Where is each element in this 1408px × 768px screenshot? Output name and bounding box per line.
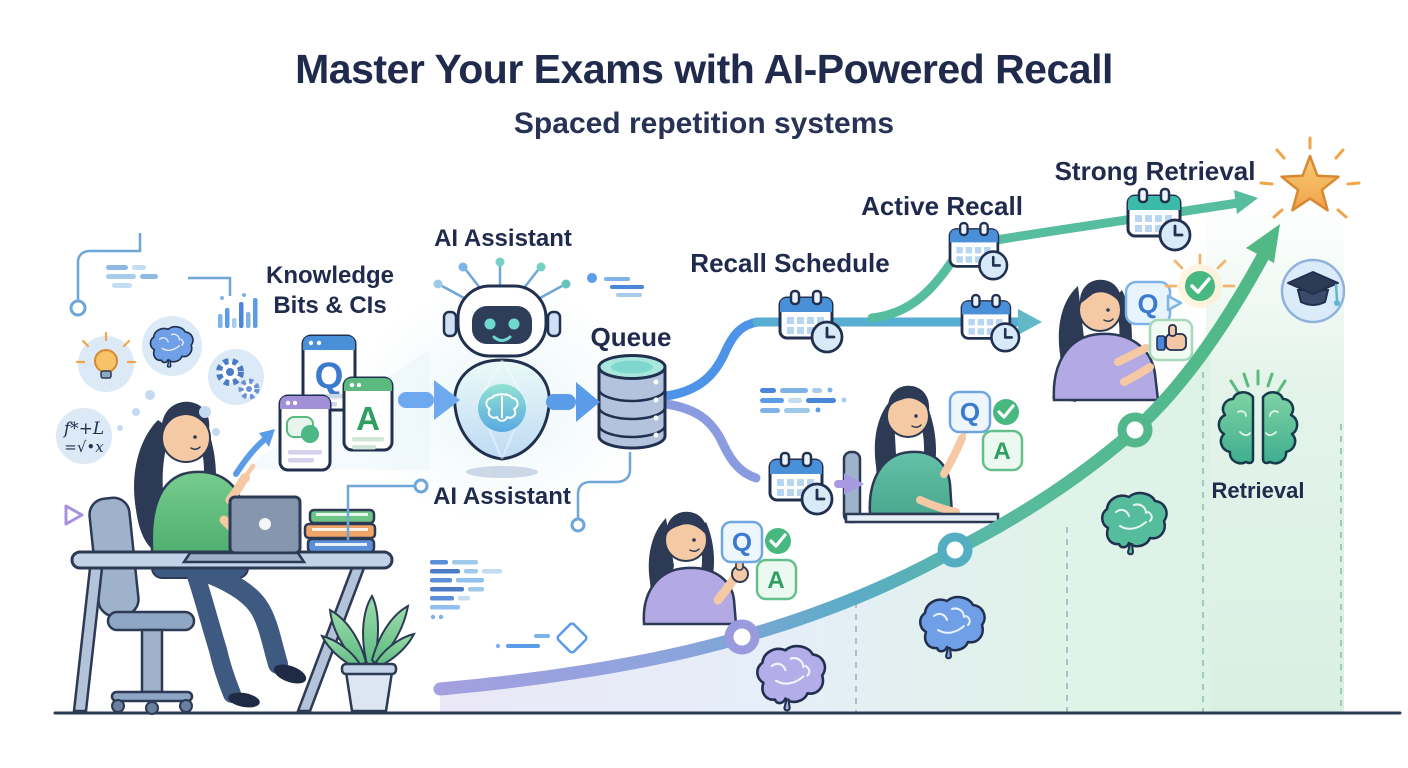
- svg-text:Q: Q: [960, 397, 980, 427]
- milestone-node: [1117, 412, 1153, 448]
- retrieval-label: Retrieval: [1211, 478, 1305, 503]
- thought-icons: f*+L =√•x: [56, 316, 264, 464]
- calendar-clock-icon: [778, 289, 844, 354]
- knowledge-cards: Q A: [278, 334, 394, 472]
- qa-badges-bottom: Q A: [720, 520, 798, 601]
- queue-label: Queue: [590, 322, 672, 352]
- qa-badges-middle: Q A: [948, 390, 1024, 472]
- thumbs-up-icon: [1148, 318, 1194, 362]
- svg-text:A: A: [993, 438, 1010, 465]
- formula-icon: f*+L =√•x: [62, 419, 104, 456]
- circuit-decoration: [69, 233, 232, 317]
- student-thumbs-up-illustration: [642, 511, 754, 626]
- flow-arrow: [546, 382, 600, 422]
- strong-retrieval-label: Strong Retrieval: [1054, 156, 1256, 186]
- student-recalling-illustration: [842, 385, 1000, 524]
- a-badge: [981, 429, 1024, 472]
- calendar-clock-icon: [768, 451, 834, 516]
- q-badge: [720, 520, 764, 564]
- knowledge-bits-label: Knowledge Bits & CIs: [265, 262, 395, 320]
- recall-schedule-label: Recall Schedule: [690, 248, 890, 278]
- gears-icon: [216, 358, 260, 400]
- check-icon: [765, 528, 791, 554]
- laptop-icon: [181, 495, 307, 564]
- answer-card: A: [342, 376, 394, 452]
- dashed-separator-lines: [855, 372, 1342, 713]
- a-badge: [755, 558, 798, 601]
- queue-database-icon: [597, 354, 667, 450]
- office-chair: [88, 496, 196, 715]
- calendar-clock-icon: [1126, 187, 1192, 252]
- plant-icon: [320, 593, 416, 713]
- arrowhead: [1018, 309, 1042, 335]
- flow-arrow: [398, 380, 460, 420]
- qa-badges-topright: Q: [1124, 253, 1236, 362]
- chat-card: [278, 394, 332, 472]
- svg-text:f*+L: f*+L: [62, 419, 104, 439]
- calendar-clock-icon: [960, 293, 1021, 353]
- ai-assistant-label-bottom: AI Assistant: [433, 483, 571, 510]
- milestone-node: [937, 532, 973, 568]
- svg-text:A: A: [356, 400, 380, 437]
- svg-text:Q: Q: [732, 527, 752, 557]
- code-lines-decoration: [430, 560, 502, 620]
- page-title: Master Your Exams with AI-Powered Recall: [295, 46, 1113, 92]
- books-stack-icon: [303, 508, 377, 554]
- diamond-decoration: [495, 622, 588, 654]
- milestone-node: [724, 619, 760, 655]
- arrowhead: [1234, 190, 1258, 214]
- code-lines-decoration: [760, 387, 847, 413]
- lightbulb-icon: [75, 331, 137, 379]
- check-icon: [993, 399, 1019, 425]
- svg-text:Q: Q: [1137, 289, 1158, 319]
- q-badge: [948, 390, 992, 434]
- active-recall-label: Active Recall: [861, 191, 1023, 221]
- retrieval-brain-icon: [1217, 369, 1299, 465]
- ai-assistant-label-top: AI Assistant: [434, 225, 572, 252]
- graduation-cap-icon: [1280, 258, 1346, 324]
- code-lines-decoration: [106, 265, 158, 288]
- speed-lines-decoration: [587, 273, 644, 297]
- arrowhead: [844, 473, 864, 495]
- bar-chart-icon: [218, 293, 258, 328]
- circuit-decoration: [346, 452, 632, 540]
- sparkle-icon: [1164, 253, 1236, 288]
- ai-robot-icon: [433, 257, 571, 478]
- study-woman-illustration: [134, 401, 307, 708]
- svg-text:A: A: [767, 567, 784, 594]
- svg-text:Q: Q: [315, 355, 344, 396]
- svg-text:=√•x: =√•x: [64, 438, 104, 456]
- triangle-decoration: [64, 504, 84, 526]
- star-icon: [1259, 136, 1361, 219]
- growth-area-fill: [440, 345, 1210, 713]
- calendar-clock-icon: [948, 221, 1009, 281]
- curved-arrow: [233, 429, 275, 477]
- check-icon: [1185, 271, 1215, 301]
- page-subtitle: Spaced repetition systems: [513, 107, 895, 140]
- growth-arrowhead: [1246, 224, 1280, 263]
